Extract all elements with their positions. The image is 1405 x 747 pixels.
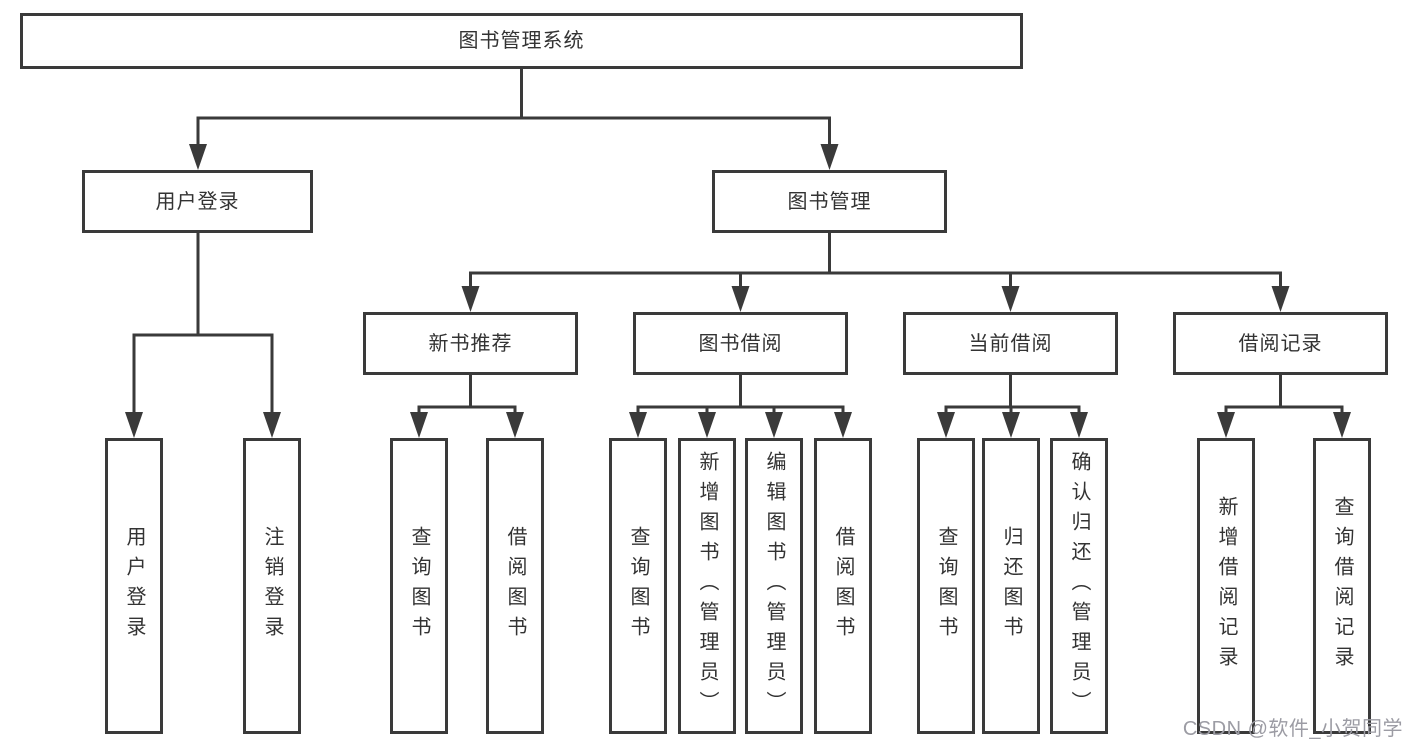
leaf-add-borrow-record: 新增借阅记录 [1197, 438, 1255, 734]
leaf-edit-books-admin: 编辑图书（管理员） [745, 438, 803, 734]
leaf-add-books-admin: 新增图书（管理员） [678, 438, 736, 734]
leaf-query-books-recommend: 查询图书 [390, 438, 448, 734]
node-current-borrowing: 当前借阅 [903, 312, 1118, 375]
watermark-csdn: CSDN @软件_小贺同学 [1182, 718, 1403, 740]
node-new-book-recommendation: 新书推荐 [363, 312, 578, 375]
node-user-login: 用户登录 [82, 170, 313, 233]
leaf-query-borrow-record: 查询借阅记录 [1313, 438, 1371, 734]
leaf-logout: 注销登录 [243, 438, 301, 734]
node-library-management-system: 图书管理系统 [20, 13, 1023, 69]
node-book-borrowing: 图书借阅 [633, 312, 848, 375]
leaf-user-login: 用户登录 [105, 438, 163, 734]
leaf-query-books-current: 查询图书 [917, 438, 975, 734]
node-book-management: 图书管理 [712, 170, 947, 233]
leaf-return-books: 归还图书 [982, 438, 1040, 734]
node-borrowing-records: 借阅记录 [1173, 312, 1388, 375]
leaf-query-books-borrow: 查询图书 [609, 438, 667, 734]
leaf-confirm-return-admin: 确认归还（管理员） [1050, 438, 1108, 734]
leaf-borrow-books-recommend: 借阅图书 [486, 438, 544, 734]
leaf-borrow-books: 借阅图书 [814, 438, 872, 734]
